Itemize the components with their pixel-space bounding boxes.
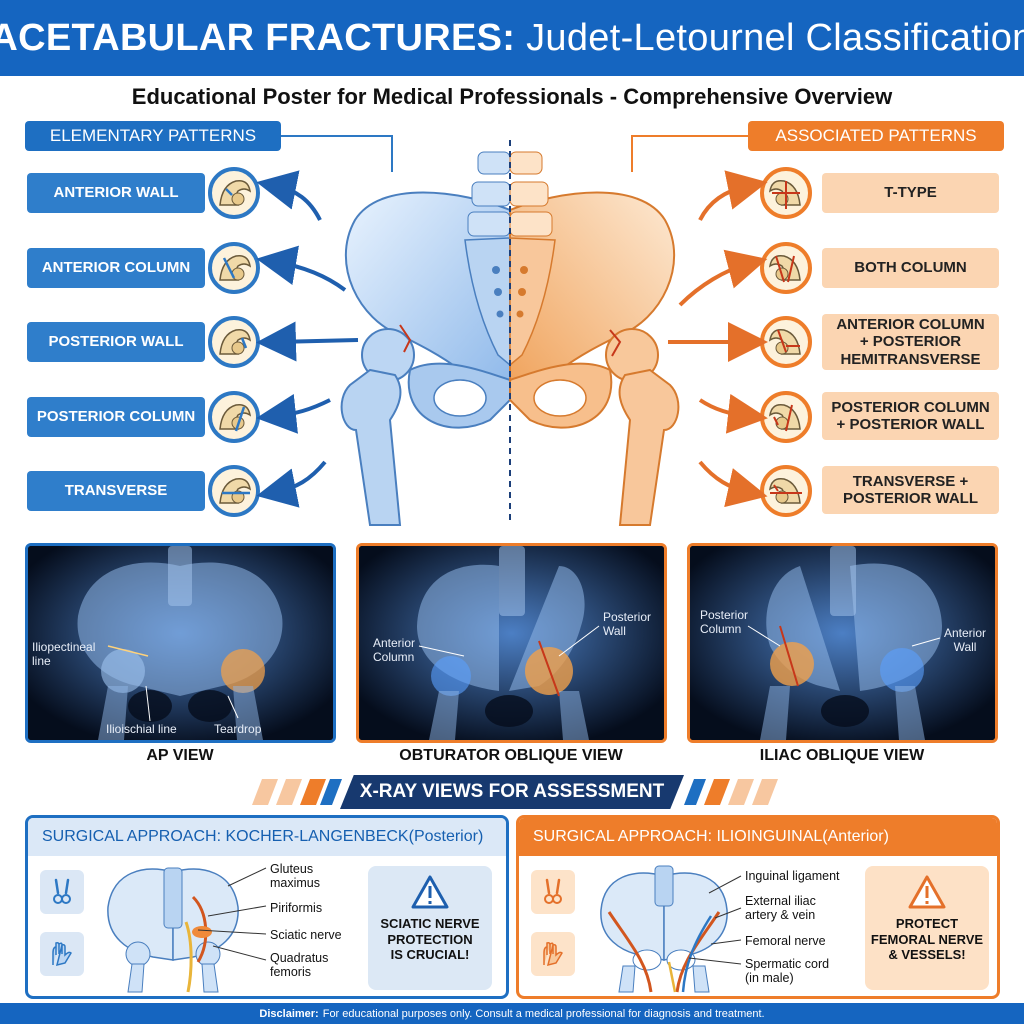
pelvis-diagram [340,140,680,526]
surgical-tools-icon [531,870,575,914]
surgical-approach-anterior-title: SURGICAL APPROACH: ILIOINGUINAL (Anterio… [519,818,997,856]
posterior-column-thumbnail [208,391,260,443]
anterior-approach-diagram [600,865,728,993]
warning-icon [908,875,946,909]
acetabulum-icon [768,179,801,209]
xray-views-banner-text: X-RAY VIEWS FOR ASSESSMENT [340,775,684,809]
acetabulum-icon [219,254,252,281]
acetabulum-icon [219,179,252,206]
transverse-posterior-wall-thumbnail [760,465,812,517]
section-connectors [281,135,748,172]
xray-pelvis-image [690,546,995,740]
label-inguinal-ligament: Inguinal ligament [745,869,840,883]
acetabulum-icon [768,328,801,355]
surgical-approach-anterior: SURGICAL APPROACH: ILIOINGUINAL (Anterio… [516,815,1000,999]
poster-subtitle: Educational Poster for Medical Professio… [131,84,893,109]
poster-title: ACETABULAR FRACTURES: Judet-Letournel Cl… [0,16,1024,59]
warning-icon [411,875,449,909]
anterior-wall-thumbnail [208,167,260,219]
acetabulum-icon [219,403,252,432]
poster-header: ACETABULAR FRACTURES: Judet-Letournel Cl… [0,0,1024,76]
xray-pelvis-image [28,546,333,740]
pattern-posterior-column: POSTERIOR COLUMN [27,397,205,437]
pattern-anterior-column-posterior-hemitransverse: ANTERIOR COLUMN + POSTERIOR HEMITRANSVER… [822,314,999,370]
posterior-approach-diagram [107,867,239,993]
surgical-approach-posterior-title: SURGICAL APPROACH: KOCHER-LANGENBECK (Po… [28,818,506,856]
label-spermatic-cord: Spermatic cord(in male) [745,957,830,986]
xray-pelvis-image [359,546,664,740]
surgical-gloves-icon [40,932,84,976]
pattern-posterior-column-posterior-wall: POSTERIOR COLUMN + POSTERIOR WALL [822,392,999,440]
ap-view-title: AP VIEW [146,747,214,764]
t-type-thumbnail [760,167,812,219]
label-femoral-nerve: Femoral nerve [745,934,826,948]
label-teardrop: Teardrop [214,722,262,736]
pattern-posterior-wall: POSTERIOR WALL [27,322,205,362]
pattern-t-type: T-TYPE [822,173,999,213]
obturator-oblique-view-title: OBTURATOR OBLIQUE VIEW [399,747,623,764]
surgical-approach-posterior: SURGICAL APPROACH: KOCHER-LANGENBECK (Po… [25,815,509,999]
acetabulum-icon [768,477,802,504]
surgical-gloves-icon [531,932,575,976]
disclaimer-bar: Disclaimer:For educational purposes only… [0,1003,1024,1024]
posterior-label-leaders [197,867,267,961]
surgical-tools-icon [40,870,84,914]
xray-views-banner: X-RAY VIEWS FOR ASSESSMENT [0,775,1024,809]
acetabulum-icon [219,477,252,504]
pattern-anterior-wall: ANTERIOR WALL [27,173,205,213]
anterior-label-leaders [688,875,742,965]
anterior-column-thumbnail [208,242,260,294]
pattern-transverse-posterior-wall: TRANSVERSE + POSTERIOR WALL [822,466,999,514]
posterior-wall-thumbnail [208,316,260,368]
pattern-both-column: BOTH COLUMN [822,248,999,288]
label-sciatic-nerve: Sciatic nerve [270,928,342,942]
pattern-arrows [256,170,768,508]
iliac-oblique-view-title: ILIAC OBLIQUE VIEW [759,747,925,764]
acetabulum-icon [219,328,252,355]
acetabulum-icon [768,403,801,432]
associated-patterns-label: ASSOCIATED PATTERNS [748,121,1004,151]
label-ilioischial-line: Ilioischial line [106,722,177,736]
label-piriformis: Piriformis [270,901,323,915]
acetabulum-icon [768,254,801,283]
pattern-anterior-column: ANTERIOR COLUMN [27,248,205,288]
banner-stripes [252,779,778,805]
elementary-patterns-label: ELEMENTARY PATTERNS [25,121,281,151]
pattern-transverse: TRANSVERSE [27,471,205,511]
